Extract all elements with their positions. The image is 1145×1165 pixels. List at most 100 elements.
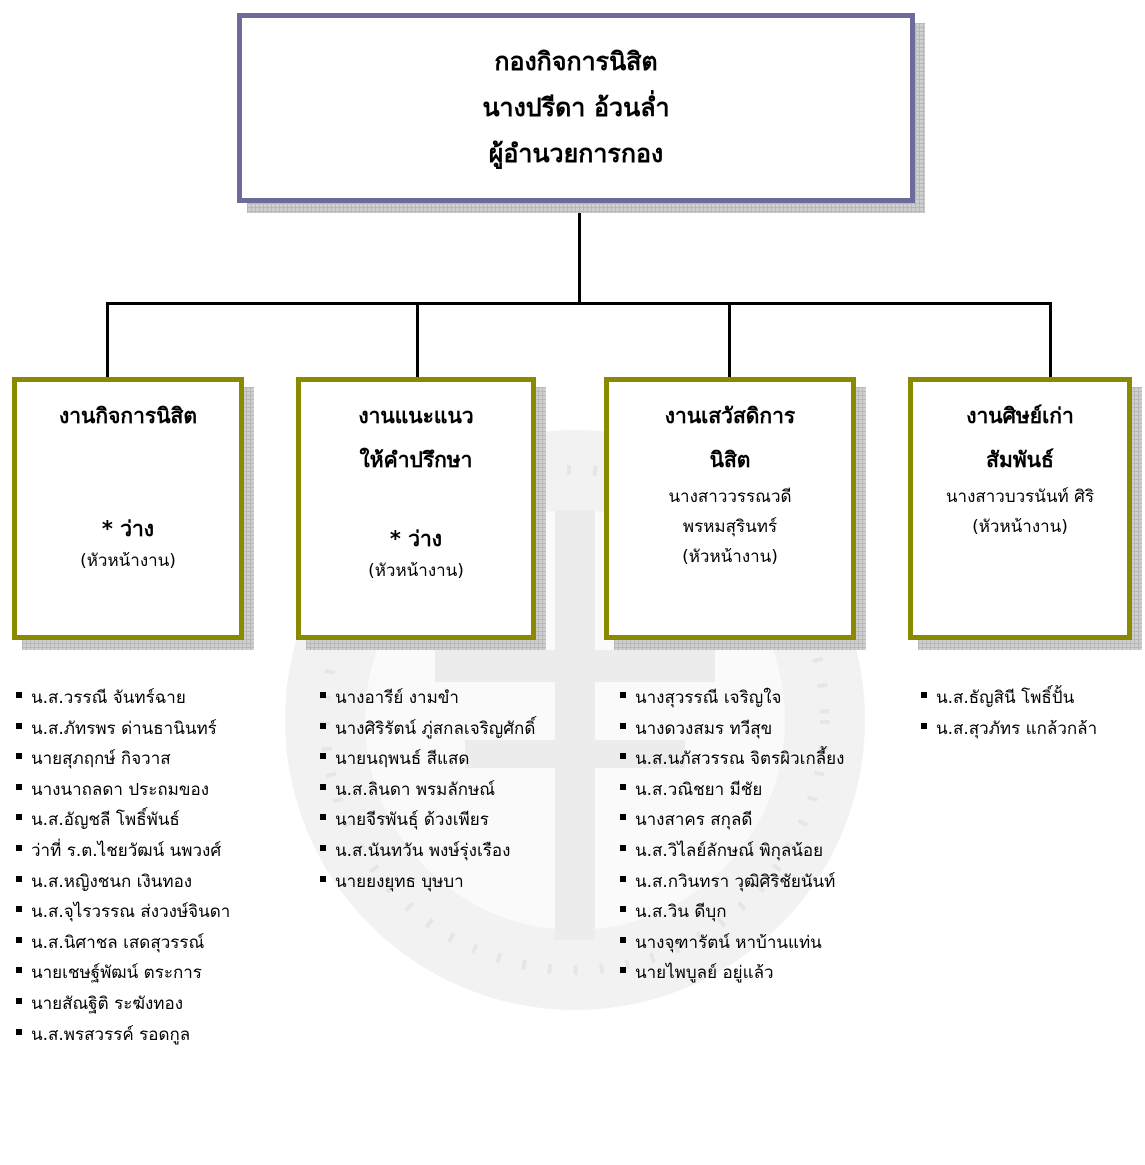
dept-head-role: (หัวหน้างาน)	[368, 561, 464, 581]
dept-node-alumni: งานศิษย์เก่า สัมพันธ์ นางสาวบวรนันท์ ศิร…	[908, 377, 1142, 650]
member-name: นางดวงสมร ทวีสุข	[635, 718, 773, 739]
member-name: นายยงยุทธ บุษบา	[335, 871, 464, 892]
dept-head-name-line-1: นางสาววรรณวดี	[668, 487, 792, 507]
member-name: น.ส.วณิชยา มีชัย	[635, 779, 763, 800]
square-bullet-icon	[16, 1028, 22, 1035]
square-bullet-icon	[620, 967, 626, 974]
member-item: น.ส.นภัสวรรณ จิตรผิวเกลี้ยง	[620, 744, 844, 775]
member-name: น.ส.นภัสวรรณ จิตรผิวเกลี้ยง	[635, 749, 845, 770]
member-item: นางดวงสมร ทวีสุข	[620, 714, 844, 745]
member-name: น.ส.วิไลย์ลักษณ์ พิกุลน้อย	[635, 840, 824, 861]
square-bullet-icon	[620, 936, 626, 943]
square-bullet-icon	[16, 875, 22, 882]
connector-trunk	[578, 205, 581, 303]
member-name: นางสุวรรณี เจริญใจ	[635, 688, 782, 708]
member-item: น.ส.ธัญสินี โพธิ์ปั้น	[921, 683, 1097, 714]
member-list-guidance: นางอารีย์ งามขำนางศิริรัตน์ ภู่สกลเจริญศ…	[320, 683, 535, 897]
member-name: นางนาถลดา ประถมของ	[31, 779, 210, 800]
square-bullet-icon	[320, 875, 326, 882]
member-item: น.ส.วณิชยา มีชัย	[620, 775, 844, 806]
member-item: น.ส.สุวภัทร แกล้วกล้า	[921, 714, 1097, 745]
member-item: นายสุภฤกษ์ กิจวาส	[16, 744, 230, 775]
dept-head-role: (หัวหน้างาน)	[972, 517, 1068, 537]
member-name: น.ส.วิน ดีบุก	[635, 902, 727, 923]
dept-node-guidance: งานแนะแนว ให้คำปรึกษา * ว่าง (หัวหน้างาน…	[296, 377, 546, 650]
member-item: นางสุวรรณี เจริญใจ	[620, 683, 844, 714]
member-name: นายสัณฐิติ ระฆังทอง	[31, 993, 183, 1014]
dept-title-line-2: ให้คำปรึกษา	[359, 448, 473, 472]
member-name: นายไพบูลย์ อยู่แล้ว	[635, 963, 774, 984]
member-item: นายยงยุทธ บุษบา	[320, 867, 535, 898]
member-item: นางนาถลดา ประถมของ	[16, 775, 230, 806]
square-bullet-icon	[620, 844, 626, 851]
member-item: น.ส.ลินดา พรมลักษณ์	[320, 775, 535, 806]
member-list-alumni: น.ส.ธัญสินี โพธิ์ปั้นน.ส.สุวภัทร แกล้วกล…	[921, 683, 1097, 744]
dept-title: งานกิจการนิสิต	[58, 404, 198, 428]
member-name: น.ส.ภัทรพร ด่านธานินทร์	[31, 718, 217, 739]
square-bullet-icon	[16, 936, 22, 943]
square-bullet-icon	[620, 783, 626, 790]
connector-bus	[106, 302, 1052, 305]
member-item: น.ส.นันทวัน พงษ์รุ่งเรือง	[320, 836, 535, 867]
square-bullet-icon	[16, 814, 22, 821]
member-item: นางสาคร สกุลดี	[620, 805, 844, 836]
member-name: น.ส.นันทวัน พงษ์รุ่งเรือง	[335, 840, 511, 861]
member-item: น.ส.กวินทรา วุฒิศิริชัยนันท์	[620, 867, 844, 898]
square-bullet-icon	[16, 906, 22, 913]
member-name: นายจีรพันธุ์ ด้วงเพียร	[335, 810, 489, 831]
square-bullet-icon	[620, 692, 626, 698]
member-name: นายเชษฐ์พัฒน์ ตระการ	[31, 963, 202, 984]
square-bullet-icon	[320, 814, 326, 821]
director-node: กองกิจการนิสิต นางปรีดา อ้วนล่ำ ผู้อำนวย…	[237, 13, 925, 213]
square-bullet-icon	[16, 722, 22, 729]
member-item: น.ส.นิศาชล เสดสุวรรณ์	[16, 928, 230, 959]
square-bullet-icon	[16, 967, 22, 974]
member-item: นายสัณฐิติ ระฆังทอง	[16, 989, 230, 1020]
square-bullet-icon	[620, 875, 626, 882]
connector-dept-1	[106, 302, 109, 378]
dept-node-student-affairs: งานกิจการนิสิต * ว่าง (หัวหน้างาน)	[12, 377, 254, 650]
square-bullet-icon	[16, 997, 22, 1004]
square-bullet-icon	[320, 722, 326, 729]
connector-dept-4	[1049, 302, 1052, 378]
dept-head-name: นางสาวบวรนันท์ ศิริ	[945, 487, 1095, 507]
member-name: น.ส.วรรณี จันทร์ฉาย	[31, 688, 186, 708]
dept-head-vacant: * ว่าง	[101, 517, 155, 541]
square-bullet-icon	[921, 692, 927, 698]
square-bullet-icon	[620, 814, 626, 821]
square-bullet-icon	[320, 783, 326, 790]
square-bullet-icon	[620, 906, 626, 913]
square-bullet-icon	[320, 692, 326, 698]
member-item: นายเชษฐ์พัฒน์ ตระการ	[16, 958, 230, 989]
dept-title-line-2: สัมพันธ์	[986, 448, 1054, 472]
square-bullet-icon	[620, 753, 626, 760]
member-item: น.ส.วิไลย์ลักษณ์ พิกุลน้อย	[620, 836, 844, 867]
dept-title-line-1: งานศิษย์เก่า	[966, 404, 1074, 428]
member-name: น.ส.สุวภัทร แกล้วกล้า	[936, 718, 1098, 739]
dept-node-welfare: งานเสวัสดิการ นิสิต นางสาววรรณวดี พรหมสุ…	[604, 377, 866, 650]
connector-dept-3	[728, 302, 731, 378]
member-item: นางอารีย์ งามขำ	[320, 683, 535, 714]
member-name: น.ส.หญิงชนก เงินทอง	[31, 871, 193, 892]
member-name: น.ส.พรสวรรค์ รอดกูล	[31, 1024, 191, 1045]
member-name: น.ส.ลินดา พรมลักษณ์	[335, 779, 496, 800]
member-list-welfare: นางสุวรรณี เจริญใจนางดวงสมร ทวีสุขน.ส.นภ…	[620, 683, 844, 989]
dept-head-role: (หัวหน้างาน)	[682, 547, 778, 567]
member-item: นายนฤพนธ์ สีแสด	[320, 744, 535, 775]
square-bullet-icon	[921, 722, 927, 729]
member-name: น.ส.นิศาชล เสดสุวรรณ์	[31, 932, 205, 953]
dept-title-line-1: งานแนะแนว	[358, 404, 474, 428]
member-name: น.ส.กวินทรา วุฒิศิริชัยนันท์	[635, 871, 836, 892]
member-item: น.ส.พรสวรรค์ รอดกูล	[16, 1020, 230, 1051]
member-name: นางจุฑารัตน์ หาบ้านแท่น	[635, 932, 822, 953]
member-item: นายจีรพันธุ์ ด้วงเพียร	[320, 805, 535, 836]
member-name: ว่าที่ ร.ต.ไชยวัฒน์ นพวงศ์	[31, 840, 222, 861]
square-bullet-icon	[16, 783, 22, 790]
member-item: น.ส.วรรณี จันทร์ฉาย	[16, 683, 230, 714]
member-item: นายไพบูลย์ อยู่แล้ว	[620, 958, 844, 989]
square-bullet-icon	[320, 844, 326, 851]
dept-head-role: (หัวหน้างาน)	[80, 551, 176, 571]
member-name: นายสุภฤกษ์ กิจวาส	[31, 749, 171, 770]
square-bullet-icon	[16, 844, 22, 851]
member-name: นางสาคร สกุลดี	[635, 810, 753, 831]
